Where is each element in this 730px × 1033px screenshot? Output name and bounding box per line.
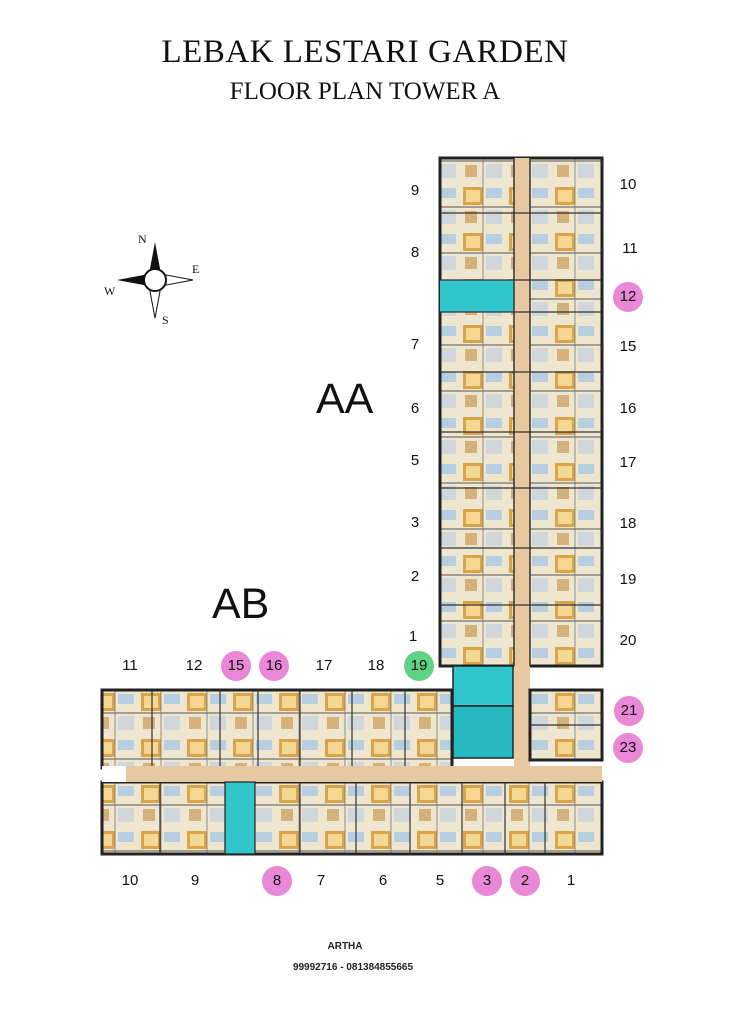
unit-label-aa-left: 7	[410, 336, 420, 353]
unit-label-ab-bottom: 5	[435, 872, 445, 889]
unit-label-aa-right: 11	[622, 240, 638, 257]
page-title: LEBAK LESTARI GARDEN	[161, 34, 569, 70]
footer-phone: 99992716 - 081384855665	[292, 962, 414, 973]
unit-label-aa-left: 5	[410, 452, 420, 469]
unit-label-aa-left: 6	[410, 400, 420, 417]
unit-label-aa-left: 9	[410, 182, 420, 199]
unit-label-aa-left: 8	[410, 244, 420, 261]
unit-label-aa-left: 3	[410, 514, 420, 531]
compass-south-label: S	[162, 313, 169, 327]
unit-label-ab-bottom: 10	[121, 872, 139, 889]
unit-label-ab-bottom: 6	[378, 872, 388, 889]
unit-badge-ab-highlight: 21	[614, 696, 644, 726]
unit-label-aa-right: 15	[619, 338, 637, 355]
unit-label-aa-right: 16	[619, 400, 637, 417]
unit-label-ab-top: 12	[185, 657, 203, 674]
unit-badge-ab-highlight: 8	[262, 866, 292, 896]
unit-label-aa-right: 10	[619, 176, 637, 193]
unit-label-aa-right: 17	[619, 454, 637, 471]
compass-west-label: W	[104, 284, 116, 298]
unit-badge-ab-highlight: 2	[510, 866, 540, 896]
unit-label-ab-bottom: 9	[190, 872, 200, 889]
unit-label-aa-right: 18	[619, 515, 637, 532]
unit-badge-ab-highlight: 16	[259, 651, 289, 681]
unit-label-aa-left: 2	[410, 568, 420, 585]
unit-badge-ab-highlight: 23	[613, 733, 643, 763]
unit-label-aa-right: 19	[619, 571, 637, 588]
unit-badge-ab-highlight: 3	[472, 866, 502, 896]
page-subtitle: FLOOR PLAN TOWER A	[229, 78, 501, 105]
compass-north-label: N	[138, 232, 147, 246]
unit-label-aa-right: 20	[619, 632, 637, 649]
unit-badge-ab-green: 19	[404, 651, 434, 681]
tower-aa-block	[438, 156, 604, 770]
zone-label-aa: AA	[316, 375, 374, 423]
compass-icon	[117, 242, 194, 319]
unit-label-ab-top: 18	[367, 657, 385, 674]
unit-label-ab-top: 11	[122, 657, 138, 674]
footer-name: ARTHA	[327, 941, 363, 952]
compass-east-label: E	[192, 262, 200, 276]
unit-badge-aa-highlight: 12	[613, 282, 643, 312]
unit-label-ab-bottom: 1	[566, 872, 576, 889]
unit-label-ab-bottom: 7	[316, 872, 326, 889]
zone-label-ab: AB	[212, 580, 270, 628]
unit-badge-ab-highlight: 15	[221, 651, 251, 681]
unit-label-aa-left: 1	[408, 628, 418, 645]
tower-ab-block	[100, 688, 604, 856]
unit-label-ab-top: 17	[315, 657, 333, 674]
